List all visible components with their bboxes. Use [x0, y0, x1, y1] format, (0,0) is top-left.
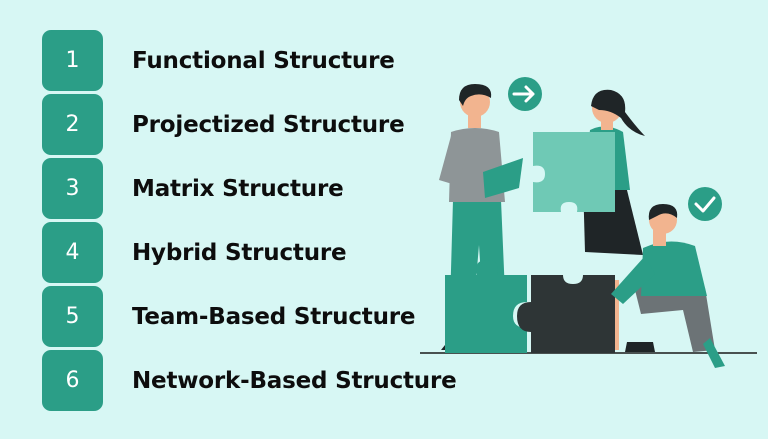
structure-label: Hybrid Structure — [132, 239, 347, 266]
structure-label: Network-Based Structure — [132, 367, 457, 394]
number-badge: 6 — [42, 350, 103, 411]
checkmark-icon — [688, 187, 722, 221]
structure-label: Projectized Structure — [132, 111, 405, 138]
structure-label: Functional Structure — [132, 47, 395, 74]
light-puzzle-piece — [533, 132, 615, 212]
man-kneeling-figure — [611, 204, 725, 368]
dark-puzzle-piece — [517, 275, 615, 353]
teal-puzzle-piece — [445, 260, 527, 353]
team-puzzle-illustration — [420, 77, 757, 368]
number-badge: 1 — [42, 30, 103, 91]
structure-label: Matrix Structure — [132, 175, 344, 202]
number-badge: 5 — [42, 286, 103, 347]
structure-label: Team-Based Structure — [132, 303, 416, 330]
number-badge: 2 — [42, 94, 103, 155]
arrow-right-icon — [508, 77, 542, 111]
number-badge: 4 — [42, 222, 103, 283]
number-badge: 3 — [42, 158, 103, 219]
